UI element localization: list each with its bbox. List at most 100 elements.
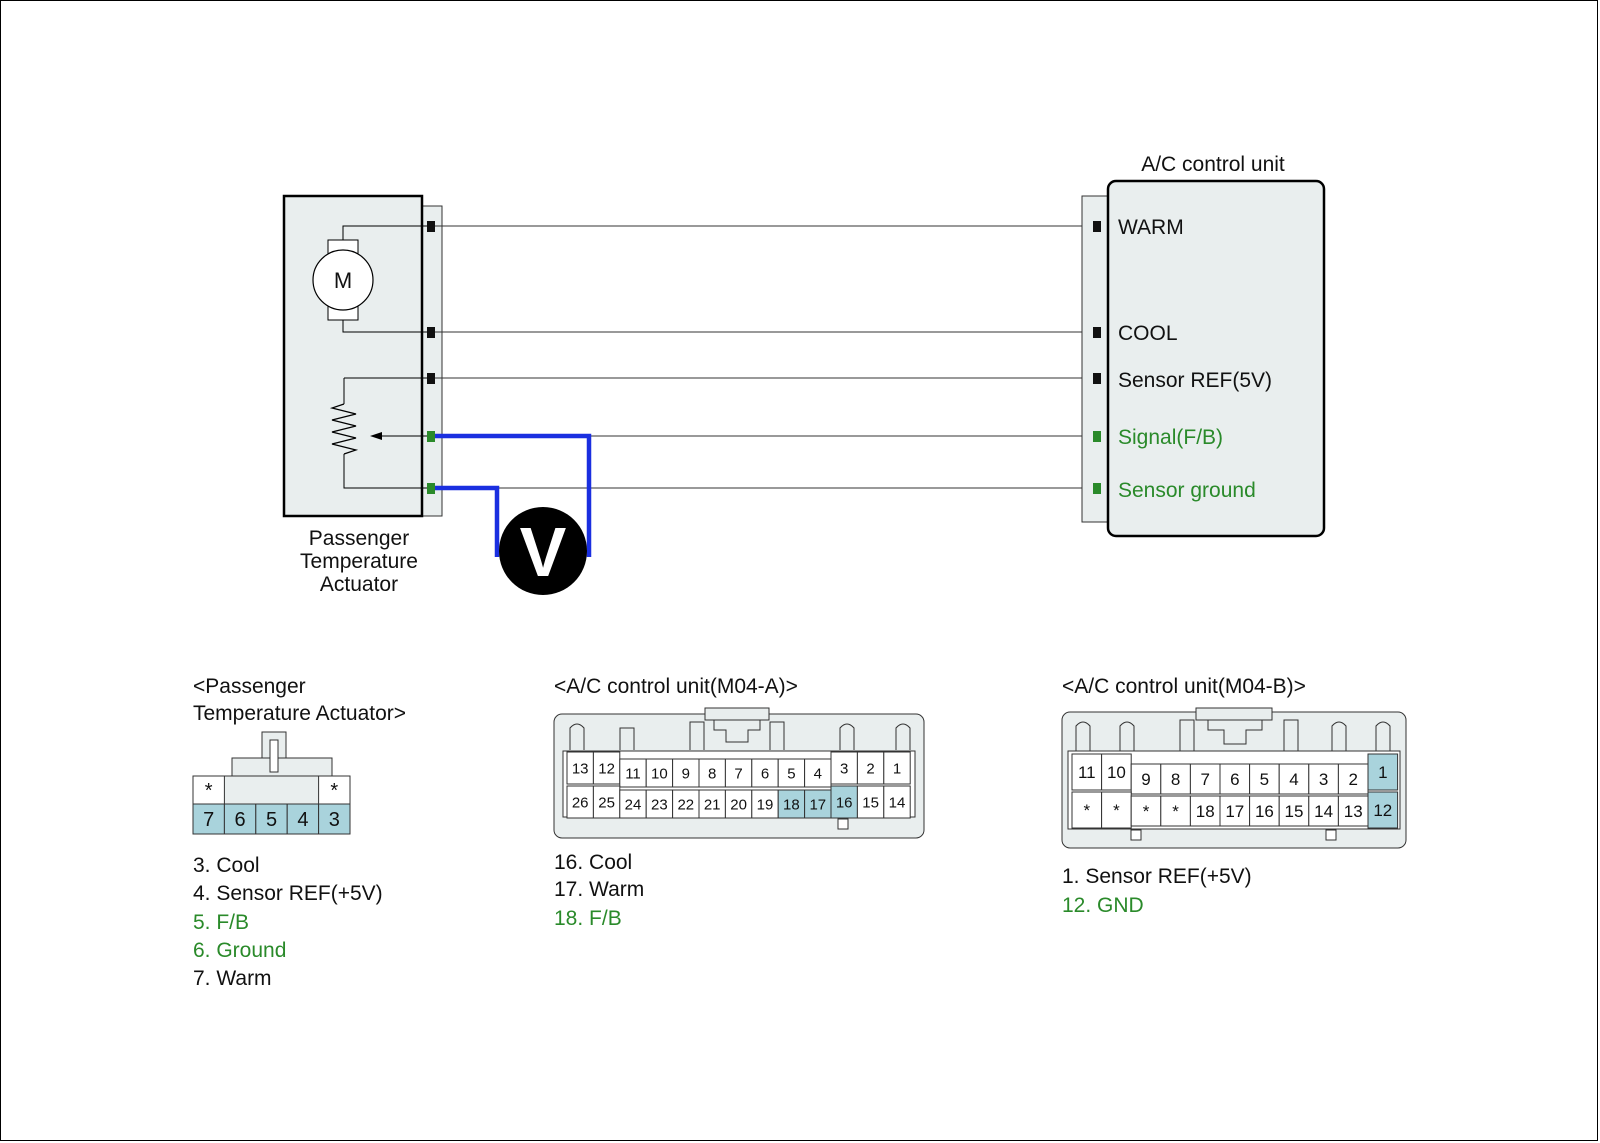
- connector-pin-label: 15: [862, 794, 879, 811]
- connector-pin-label: 7: [734, 765, 742, 782]
- voltmeter-lead-negative: [435, 485, 500, 557]
- ecu-terminal-label: Signal(F/B): [1118, 426, 1223, 449]
- connector-pin-label: *: [1083, 801, 1090, 820]
- connector-pin-label: *: [1113, 801, 1120, 820]
- connector-pin-cell: [1189, 795, 1221, 827]
- actuator-pin-mark: [427, 373, 435, 384]
- ecu-pin-mark: [1093, 327, 1101, 338]
- ecu-terminal-label: Sensor REF(5V): [1118, 369, 1272, 392]
- connector-pin-label: 7: [203, 809, 214, 831]
- connector-pin-cell: [672, 758, 700, 788]
- connector-pin-label: 10: [651, 765, 668, 782]
- connector-title: <Passenger: [193, 675, 306, 698]
- actuator-name-line: Temperature: [300, 550, 418, 573]
- pin-legend-item: 12. GND: [1062, 894, 1144, 917]
- connector-pin-cell: [566, 785, 594, 819]
- connector-pin-cell: [1367, 791, 1399, 829]
- connector-pin-cell: [1101, 753, 1132, 791]
- connector-pin-cell: [698, 789, 726, 819]
- connector-pin-cell: [1071, 791, 1103, 829]
- connector-pin-label: 14: [889, 794, 906, 811]
- actuator-name-line: Passenger: [309, 527, 409, 550]
- connector-pin-label: 6: [761, 765, 769, 782]
- connector-pin-label: 11: [625, 765, 641, 782]
- connector-pin-label: 25: [598, 794, 615, 811]
- ecu-body: [1106, 179, 1326, 538]
- connector-pin-label: 9: [1141, 770, 1150, 789]
- connector-pin-cell: [1337, 763, 1369, 795]
- ecu-pin-mark: [1093, 221, 1101, 232]
- connector-pin-label: *: [205, 780, 213, 802]
- connector-pin-label: 8: [1171, 770, 1180, 789]
- connector-pin-cell: [1130, 795, 1162, 827]
- connector-pin-label: 1: [893, 760, 901, 777]
- connector-pin-cell: [856, 785, 885, 819]
- connector-pin-label: 5: [1260, 770, 1269, 789]
- connector-pin-label: 21: [704, 796, 721, 813]
- connector-pin-label: 16: [836, 794, 853, 811]
- potentiometer-icon: [329, 377, 428, 489]
- connector-pin-label: 4: [297, 809, 308, 831]
- actuator-pin-mark: [427, 483, 435, 494]
- connector-pin-label: 6: [1230, 770, 1239, 789]
- ecu-pin-mark: [1093, 483, 1101, 494]
- connector-pin-cell: [1219, 795, 1251, 827]
- connector-pin-cell: [1101, 791, 1132, 829]
- connector-pin-cell: [286, 803, 320, 835]
- connector-pin-label: 10: [1107, 763, 1126, 782]
- connector-pin-label: 13: [1344, 802, 1363, 821]
- connector-pin-label: 2: [1348, 770, 1357, 789]
- connector-pin-label: 3: [1319, 770, 1328, 789]
- pin-legend-item: 5. F/B: [193, 911, 249, 934]
- motor-icon: [312, 225, 428, 333]
- connector-pin-label: 11: [1078, 763, 1096, 782]
- ecu-pin-mark: [1093, 373, 1101, 384]
- connector-pin-label: 5: [787, 765, 795, 782]
- connector-pin-label: 8: [708, 765, 716, 782]
- connector-pin-label: *: [330, 780, 338, 802]
- connector-pin-label: 13: [572, 760, 589, 777]
- connector-pin-cell: [1278, 763, 1310, 795]
- connector-pin-label: 3: [329, 809, 340, 831]
- connector-pin-cell: [883, 751, 911, 785]
- actuator-pin-mark: [427, 327, 435, 338]
- ecu-terminal-label: Sensor ground: [1118, 479, 1256, 502]
- connector-pin-cell: [698, 758, 726, 788]
- harness-wires: [435, 225, 1093, 489]
- pin-legend-item: 16. Cool: [554, 851, 632, 874]
- connector-pin-cell: [724, 758, 753, 788]
- connector-pin-label: *: [1172, 802, 1179, 821]
- ac-control-unit: A/C control unit WARM COOL Sensor REF(5V…: [1081, 153, 1326, 538]
- connector-pin-label: *: [1143, 802, 1150, 821]
- connector-pin-label: 6: [235, 809, 246, 831]
- pin-legend-item: 3. Cool: [193, 854, 260, 877]
- actuator-pin-mark: [427, 221, 435, 232]
- connector-pin-cell: [619, 758, 647, 788]
- connector-pin-label: 22: [677, 796, 694, 813]
- connector-pin-label: 4: [1289, 770, 1298, 789]
- pin-legend-item: 6. Ground: [193, 939, 286, 962]
- connector-pin-cell: [1071, 753, 1103, 791]
- connector-pin-cell: [318, 803, 351, 835]
- connector-pin-label: 9: [682, 765, 690, 782]
- connector-pin-cell: [1219, 763, 1251, 795]
- connector-pin-label: 7: [1200, 770, 1209, 789]
- connector-pin-cell: [751, 758, 779, 788]
- connector-pin-label: 14: [1314, 802, 1333, 821]
- ecu-title: A/C control unit: [1141, 153, 1285, 176]
- connector-pin-cell: [592, 785, 621, 819]
- connector-pin-cell: [192, 775, 225, 805]
- connector-pin-label: 17: [1225, 802, 1244, 821]
- connector-pin-label: 12: [598, 760, 615, 777]
- connector-pin-cell: [1249, 763, 1280, 795]
- connector-pin-label: 24: [625, 796, 642, 813]
- pin-legend-item: 1. Sensor REF(+5V): [1062, 865, 1252, 888]
- connector-pin-cell: [1367, 753, 1399, 791]
- ecu-pin-mark: [1093, 431, 1101, 442]
- connector-pin-cell: [592, 751, 621, 785]
- ecu-terminal-label: WARM: [1118, 216, 1184, 239]
- voltmeter-symbol: V: [520, 513, 567, 591]
